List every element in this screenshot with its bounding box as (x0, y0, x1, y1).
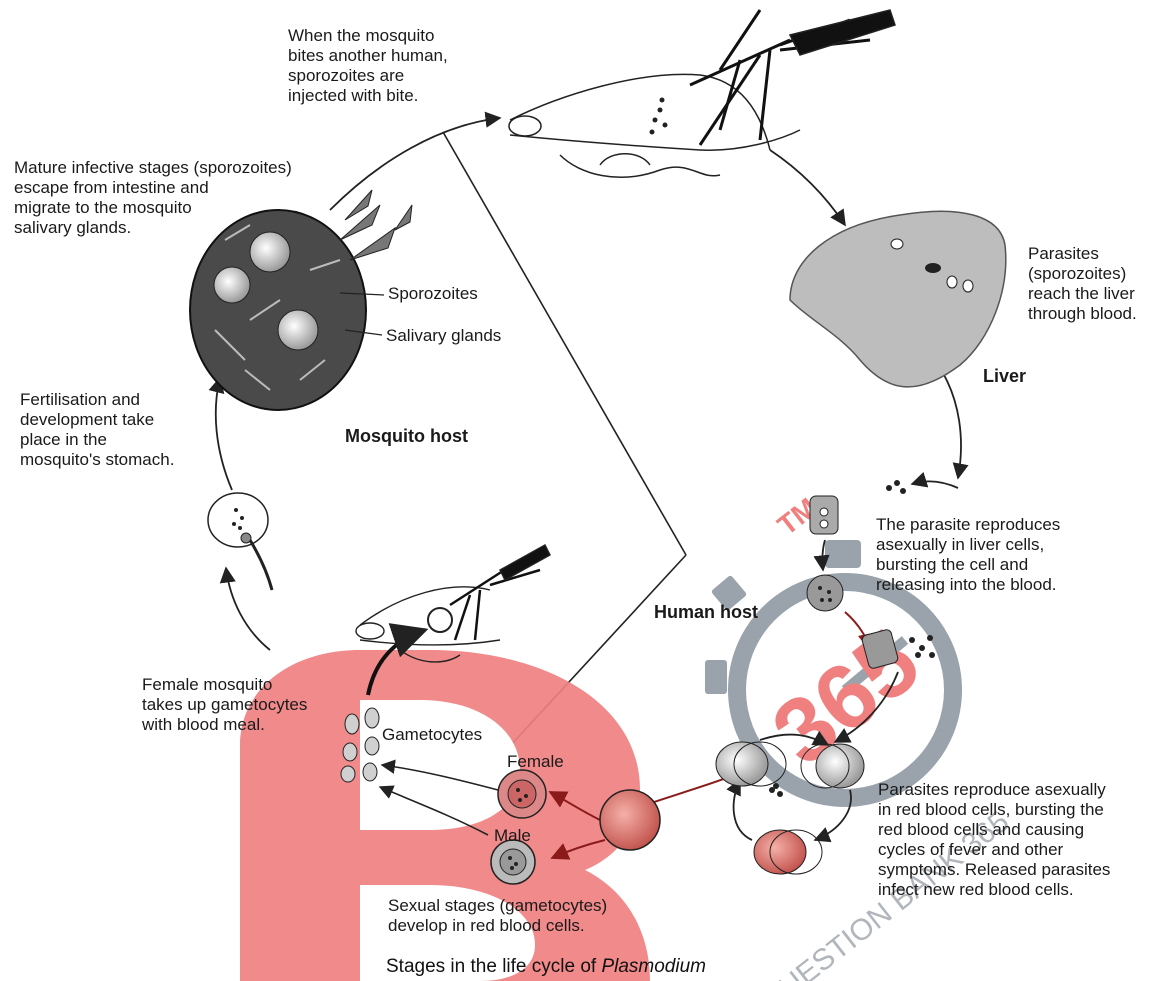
ookinete-illustration (208, 493, 272, 590)
gametocytes-label: Gametocytes (382, 725, 482, 745)
sporozoites-label: Sporozoites (388, 284, 478, 304)
female-label: Female (507, 752, 564, 772)
salivary-glands-label: Salivary glands (386, 326, 501, 346)
liver-parasites-text-line: through blood. (1028, 304, 1137, 324)
female-mosquito-text-line: with blood meal. (142, 715, 307, 735)
rbc-cells (716, 742, 864, 874)
mature-text-line: migrate to the mosquito (14, 198, 292, 218)
mature-text-line: salivary glands. (14, 218, 292, 238)
rbc-repro-text-line: red blood cells and causing (878, 820, 1110, 840)
mature-stages-text: Mature infective stages (sporozoites) es… (14, 158, 292, 238)
female-mosquito-text-line: takes up gametocytes (142, 695, 307, 715)
mature-text-line: Mature infective stages (sporozoites) (14, 158, 292, 178)
mosquito-host-label: Mosquito host (345, 426, 468, 446)
fertilisation-text-line: development take (20, 410, 174, 430)
sexual-stages-text: Sexual stages (gametocytes) develop in r… (388, 896, 607, 936)
bite-text-line: When the mosquito (288, 26, 448, 46)
liver-reproduction-text: The parasite reproduces asexually in liv… (876, 515, 1060, 595)
rbc-repro-text-line: in red blood cells, bursting the (878, 800, 1110, 820)
liver-parasites-text: Parasites (sporozoites) reach the liver … (1028, 244, 1137, 324)
fertilisation-text-line: mosquito's stomach. (20, 450, 174, 470)
rbc-repro-text-line: infect new red blood cells. (878, 880, 1110, 900)
liver-illustration (790, 211, 1006, 387)
rbc-repro-text-line: Parasites reproduce asexually (878, 780, 1110, 800)
lower-mosquito-illustration (356, 545, 550, 662)
fertilisation-text: Fertilisation and development take place… (20, 390, 174, 470)
top-mosquito-illustration (509, 10, 895, 177)
rbc-reproduction-text: Parasites reproduce asexually in red blo… (878, 780, 1110, 900)
bite-text-line: injected with bite. (288, 86, 448, 106)
fertilisation-text-line: Fertilisation and (20, 390, 174, 410)
rbc-repro-text-line: symptoms. Released parasites (878, 860, 1110, 880)
sexual-text-line: develop in red blood cells. (388, 916, 607, 936)
sexual-text-line: Sexual stages (gametocytes) (388, 896, 607, 916)
infected-rbc-center (600, 790, 660, 850)
liver-repro-text-line: asexually in liver cells, (876, 535, 1060, 555)
caption-italic: Plasmodium (601, 956, 706, 977)
rbc-repro-text-line: cycles of fever and other (878, 840, 1110, 860)
liver-parasites-text-line: (sporozoites) (1028, 264, 1137, 284)
liver-label: Liver (983, 366, 1026, 386)
bite-text-line: sporozoites are (288, 66, 448, 86)
liver-parasites-text-line: Parasites (1028, 244, 1137, 264)
bite-text-line: bites another human, (288, 46, 448, 66)
female-mosquito-text-line: Female mosquito (142, 675, 307, 695)
liver-parasites-text-line: reach the liver (1028, 284, 1137, 304)
liver-repro-text-line: bursting the cell and (876, 555, 1060, 575)
male-gametocyte-cell (491, 840, 535, 884)
bite-text: When the mosquito bites another human, s… (288, 26, 448, 106)
fertilisation-text-line: place in the (20, 430, 174, 450)
caption-prefix: Stages in the life cycle of (386, 956, 601, 977)
male-label: Male (494, 826, 531, 846)
mature-text-line: escape from intestine and (14, 178, 292, 198)
liver-repro-text-line: The parasite reproduces (876, 515, 1060, 535)
liver-repro-text-line: releasing into the blood. (876, 575, 1060, 595)
human-host-label: Human host (654, 602, 758, 622)
female-gametocyte-cell (498, 770, 546, 818)
figure-caption: Stages in the life cycle of Plasmodium (386, 956, 706, 978)
female-mosquito-text: Female mosquito takes up gametocytes wit… (142, 675, 307, 735)
